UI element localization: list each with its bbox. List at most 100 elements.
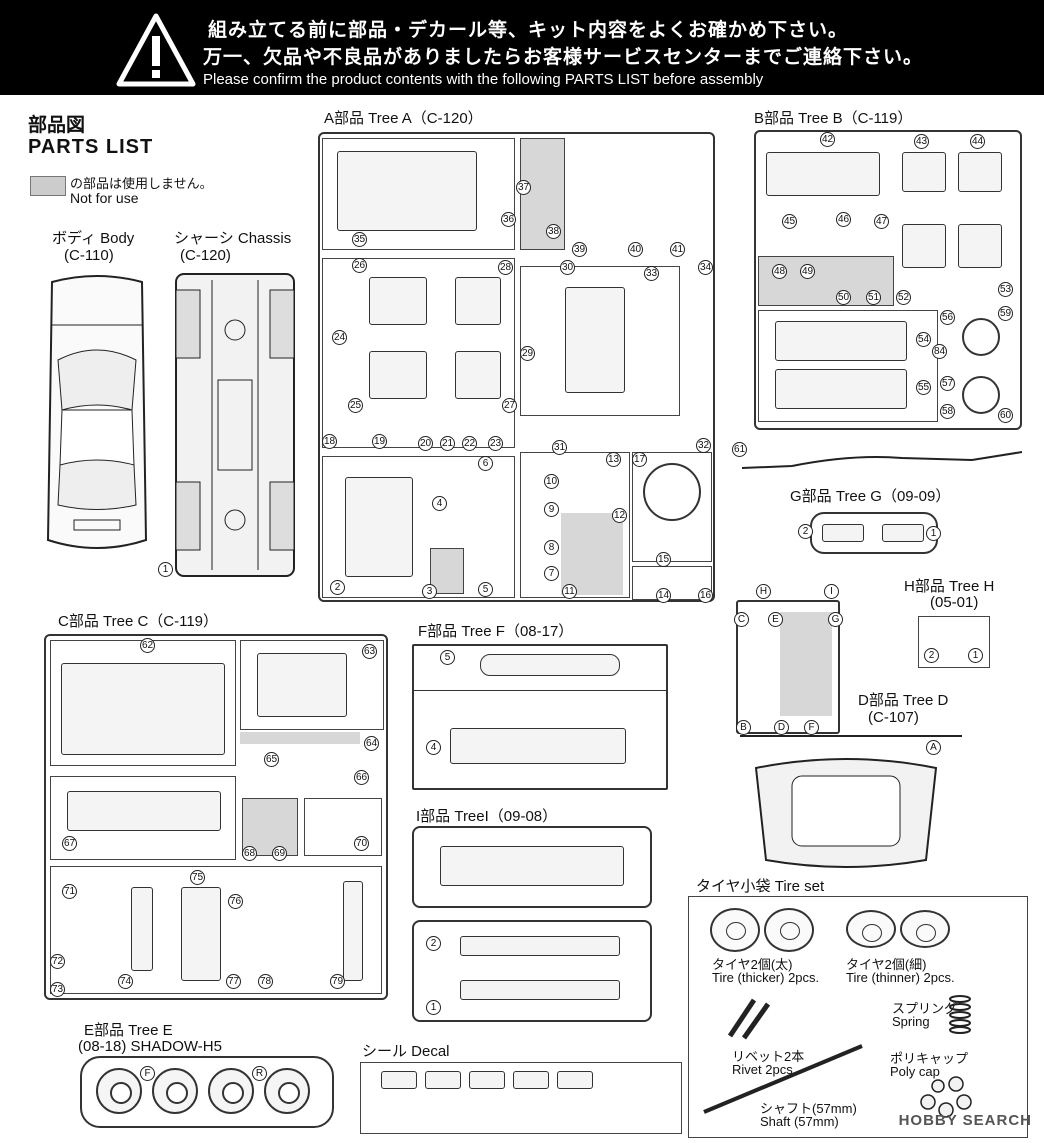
tree-d-bumper: [736, 732, 964, 882]
polycap-drawing: [916, 1072, 982, 1122]
part-number-11: 11: [562, 584, 577, 599]
part-number-72: 72: [50, 954, 65, 969]
tree-c-cell-seat: [50, 640, 236, 766]
part-number-15: 15: [656, 552, 671, 567]
part-number-41: 41: [670, 242, 685, 257]
rivet-label-en: Rivet 2pcs.: [732, 1062, 797, 1077]
rivet-drawing: [724, 994, 774, 1042]
part-number-g2: 2: [798, 524, 813, 539]
part-number-39: 39: [572, 242, 587, 257]
part-number-70: 70: [354, 836, 369, 851]
letter-r-wheel: R: [252, 1066, 267, 1081]
shaft-drawing: [698, 1040, 868, 1118]
tree-e-code: (08-18) SHADOW-H5: [78, 1038, 222, 1055]
part-number-32: 32: [696, 438, 711, 453]
part-number-40: 40: [628, 242, 643, 257]
part-number-56: 56: [940, 310, 955, 325]
tree-c-label: C部品 Tree C（C-119）: [58, 613, 219, 630]
part-number-46: 46: [836, 212, 851, 227]
decal-label: シール Decal: [362, 1043, 450, 1060]
part-number-66: 66: [354, 770, 369, 785]
part-number-47: 47: [874, 214, 889, 229]
warning-triangle-icon: [116, 12, 196, 93]
chassis-code: (C-120): [180, 247, 231, 264]
part-number-1: 1: [158, 562, 173, 577]
wheel-4: [264, 1068, 310, 1114]
legend-text-jp: の部品は使用しません。: [70, 176, 213, 191]
tree-d-code: (C-107): [868, 709, 919, 726]
tree-i-label: I部品 TreeI（09-08）: [416, 808, 558, 825]
tire-thick-label-jp: タイヤ2個(太): [712, 957, 793, 972]
part-number-7: 7: [544, 566, 559, 581]
part-number-19: 19: [372, 434, 387, 449]
part-number-i2: 2: [426, 936, 441, 951]
letter-h: H: [756, 584, 771, 599]
header-line-2: 万一、欠品や不良品がありましたらお客様サービスセンターまでご連絡下さい。: [203, 47, 924, 68]
part-number-25: 25: [348, 398, 363, 413]
tire-thin-label-jp: タイヤ2個(細): [846, 957, 927, 972]
part-number-30: 30: [560, 260, 575, 275]
part-number-9: 9: [544, 502, 559, 517]
part-number-51: 51: [866, 290, 881, 305]
part-number-76: 76: [228, 894, 243, 909]
tree-c-unused-bar: [240, 732, 360, 744]
part-number-22: 22: [462, 436, 477, 451]
tree-a-cell-wheel: [632, 452, 712, 562]
part-number-f5: 5: [440, 650, 455, 665]
tree-a-cell-caps: [632, 566, 712, 600]
header-line-3: Please confirm the product contents with…: [203, 71, 764, 88]
part-number-31: 31: [552, 440, 567, 455]
part-number-78: 78: [258, 974, 273, 989]
part-number-43: 43: [914, 134, 929, 149]
part-number-h2: 2: [924, 648, 939, 663]
tree-g-label: G部品 Tree G（09-09）: [790, 488, 951, 505]
part-number-14: 14: [656, 588, 671, 603]
part-number-16: 16: [698, 588, 713, 603]
body-drawing: [44, 270, 150, 558]
part-number-18: 18: [322, 434, 337, 449]
unused-part-swatch: [30, 176, 66, 196]
part-number-67: 67: [62, 836, 77, 851]
part-number-57: 57: [940, 376, 955, 391]
part-number-58: 58: [940, 404, 955, 419]
part-number-i1: 1: [426, 1000, 441, 1015]
part-number-26: 26: [352, 258, 367, 273]
parts-list-title-jp: 部品図: [28, 115, 86, 136]
tree-a-cell-frame: [322, 456, 515, 598]
part-number-64: 64: [364, 736, 379, 751]
part-number-53: 53: [998, 282, 1013, 297]
part-number-6: 6: [478, 456, 493, 471]
part-number-54: 54: [916, 332, 931, 347]
tree-h-label: H部品 Tree H: [904, 578, 995, 595]
letter-c: C: [734, 612, 749, 627]
tree-g-frame: [810, 512, 938, 554]
part-number-2: 2: [330, 580, 345, 595]
tree-a-frame: [318, 132, 715, 602]
tree-e-label: E部品 Tree E: [84, 1022, 173, 1039]
part-number-73: 73: [50, 982, 65, 997]
letter-e: E: [768, 612, 783, 627]
wheel-3: [208, 1068, 254, 1114]
part-number-45: 45: [782, 214, 797, 229]
tree-c-cell-dash: [50, 776, 236, 860]
tree-c-frame: [44, 634, 388, 1000]
part-number-17: 17: [632, 452, 647, 467]
warning-banner: 組み立てる前に部品・デカール等、キット内容をよくお確かめ下さい。 万一、欠品や不…: [0, 0, 1044, 95]
legend-text-en: Not for use: [70, 190, 139, 206]
tire-set-label: タイヤ小袋 Tire set: [696, 878, 825, 895]
part-number-h1: 1: [968, 648, 983, 663]
watermark: HOBBY SEARCH: [898, 1112, 1032, 1129]
part-number-38: 38: [546, 224, 561, 239]
part-number-34: 34: [698, 260, 713, 275]
part-number-48: 48: [772, 264, 787, 279]
decal-sheet: [360, 1062, 682, 1134]
part-number-8: 8: [544, 540, 559, 555]
part-number-79: 79: [330, 974, 345, 989]
tree-b-round-part-2: [962, 376, 1000, 414]
part-number-50: 50: [836, 290, 851, 305]
tire-thick-label-en: Tire (thicker) 2pcs.: [712, 970, 820, 985]
spring-drawing: [948, 994, 972, 1034]
body-code: (C-110): [64, 247, 114, 264]
part-number-69: 69: [272, 846, 287, 861]
part-number-33: 33: [644, 266, 659, 281]
